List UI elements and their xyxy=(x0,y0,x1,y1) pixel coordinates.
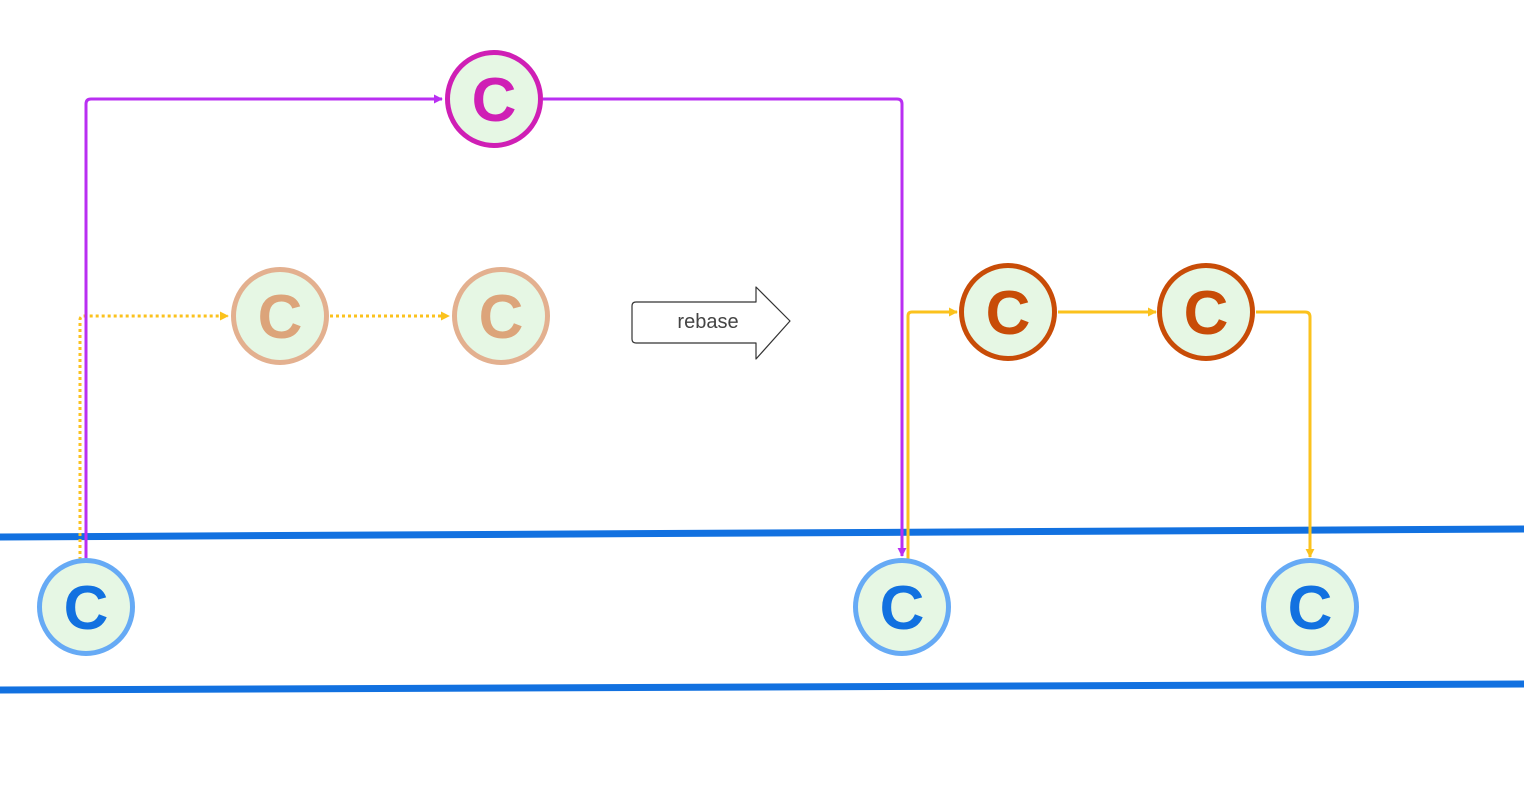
feature-commit: C xyxy=(445,50,543,148)
commit-glyph: C xyxy=(479,283,524,352)
commit-circle xyxy=(452,267,550,365)
commit-circle xyxy=(959,263,1057,361)
ghost-branch-connector xyxy=(78,311,229,560)
commit-circle xyxy=(1157,263,1255,361)
commit-glyph: C xyxy=(1184,279,1229,348)
main-lane-top-line xyxy=(0,525,1524,541)
rebased-commit-2: C xyxy=(1157,263,1255,361)
commit-glyph: C xyxy=(1288,574,1333,643)
feature-branch-out-arrow xyxy=(84,94,443,560)
rebased-branch-out-arrow xyxy=(906,307,958,560)
feature-branch-merge-arrow xyxy=(543,97,907,557)
rebase-label: rebase xyxy=(677,311,738,333)
commit-circle xyxy=(231,267,329,365)
main-commit-1: C xyxy=(37,558,135,656)
main-lane-bottom-line xyxy=(0,680,1524,694)
commit-circle xyxy=(853,558,951,656)
rebased-branch-merge-arrow xyxy=(1256,310,1315,558)
main-commit-2: C xyxy=(853,558,951,656)
commit-circle xyxy=(37,558,135,656)
block-arrow-shape xyxy=(631,286,791,360)
commit-glyph: C xyxy=(986,279,1031,348)
commit-glyph: C xyxy=(472,66,517,135)
rebase-block-arrow: rebase xyxy=(631,286,791,360)
ghost-commit-1: C xyxy=(231,267,329,365)
commit-circle xyxy=(1261,558,1359,656)
rebased-commit-1: C xyxy=(959,263,1057,361)
commit-glyph: C xyxy=(258,283,303,352)
ghost-commit-2: C xyxy=(452,267,550,365)
main-commit-3: C xyxy=(1261,558,1359,656)
commit-circle xyxy=(445,50,543,148)
commit-glyph: C xyxy=(64,574,109,643)
commit-glyph: C xyxy=(880,574,925,643)
